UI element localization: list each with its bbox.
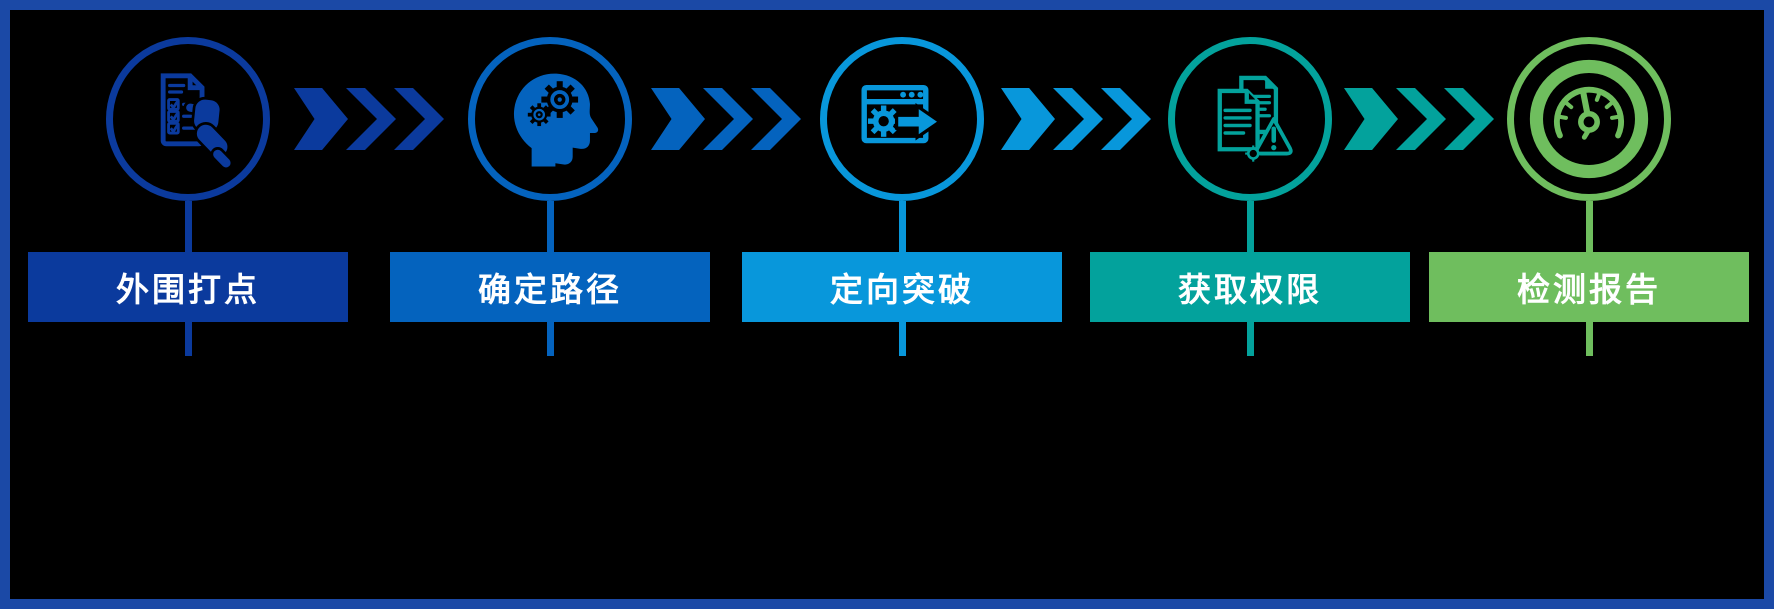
flow-arrow-chevrons [651, 88, 801, 150]
chevron-arrow-icon [294, 88, 348, 150]
chevron-arrow-icon [1053, 88, 1103, 150]
documents-warning-icon [1217, 75, 1293, 162]
step-connector-line [1246, 201, 1254, 252]
flow-arrow-chevrons [1001, 88, 1151, 150]
step-connector-stub [898, 322, 906, 356]
step-label: 检测报告 [1517, 271, 1661, 308]
step-connector-line [546, 201, 554, 252]
chevron-arrow-icon [651, 88, 705, 150]
app-window-gear-arrow-icon [861, 84, 943, 144]
chevron-arrow-icon [1344, 88, 1398, 150]
step-label-bar: 定向突破 [742, 252, 1062, 322]
checklist-in-hand-icon [160, 73, 234, 171]
step-circle [1507, 37, 1671, 201]
step-determine-path: 确定路径 [390, 10, 710, 410]
step-label-bar: 外围打点 [28, 252, 348, 322]
step-detection-report: 检测报告 [1429, 10, 1749, 410]
step-obtain-privileges: 获取权限 [1090, 10, 1410, 410]
step-circle [820, 37, 984, 201]
step-circle [106, 37, 270, 201]
chevron-arrow-icon [751, 88, 801, 150]
chevron-arrow-icon [1396, 88, 1446, 150]
step-label-bar: 确定路径 [390, 252, 710, 322]
chevron-arrow-icon [1101, 88, 1151, 150]
step-connector-line [1585, 201, 1593, 252]
gauge-icon [1529, 59, 1649, 179]
chevron-arrow-icon [1444, 88, 1494, 150]
step-connector-stub [184, 322, 192, 356]
chevron-arrow-icon [394, 88, 444, 150]
step-connector-stub [1246, 322, 1254, 356]
step-connector-stub [546, 322, 554, 356]
step-perimeter-recon: 外围打点 [28, 10, 348, 410]
chevron-arrow-icon [703, 88, 753, 150]
chevron-arrow-icon [1001, 88, 1055, 150]
step-label: 定向突破 [830, 271, 974, 308]
flow-arrow-chevrons [1344, 88, 1494, 150]
step-label: 确定路径 [478, 271, 622, 308]
step-circle [468, 37, 632, 201]
step-label-bar: 检测报告 [1429, 252, 1749, 322]
head-with-gears-icon [513, 73, 599, 167]
step-circle [1168, 37, 1332, 201]
step-label: 外围打点 [116, 271, 260, 308]
step-label-bar: 获取权限 [1090, 252, 1410, 322]
chevron-arrow-icon [346, 88, 396, 150]
step-targeted-breakthrough: 定向突破 [742, 10, 1062, 410]
step-connector-stub [1585, 322, 1593, 356]
step-label: 获取权限 [1178, 271, 1322, 308]
step-connector-line [898, 201, 906, 252]
flow-arrow-chevrons [294, 88, 444, 150]
step-connector-line [184, 201, 192, 252]
